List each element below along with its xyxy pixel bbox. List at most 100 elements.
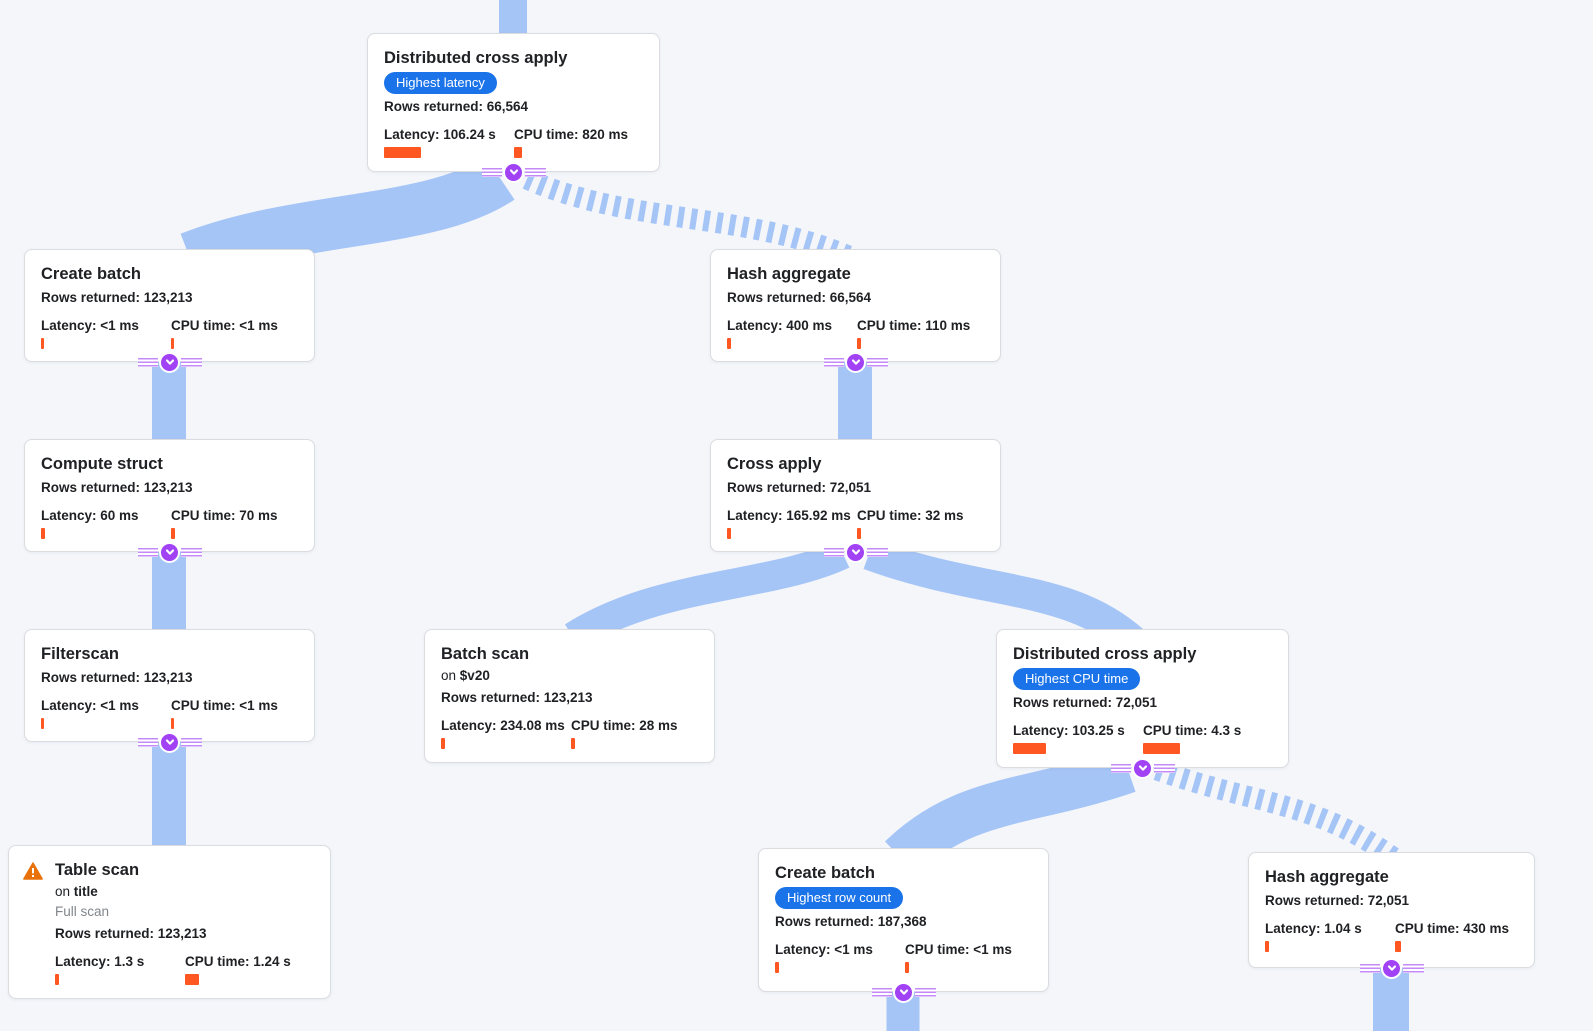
plan-edge-solid: [863, 538, 1154, 662]
cpu-time-metric-label: CPU time: 32 ms: [857, 508, 964, 523]
expand-collapse-connector[interactable]: [1110, 757, 1175, 779]
expand-collapse-connector[interactable]: [137, 541, 202, 563]
rows-returned: Rows returned: 72,051: [1265, 893, 1410, 908]
expand-collapse-connector[interactable]: [871, 981, 936, 1003]
cpu-time-metric-label: CPU time: <1 ms: [171, 318, 278, 333]
cpu-time-metric-bar: [857, 528, 861, 539]
latency-metric-label: Latency: 106.24 s: [384, 127, 496, 142]
latency-metric-label: Latency: 103.25 s: [1013, 723, 1125, 738]
exchange-stripes-left: [137, 737, 158, 747]
chevron-down-icon: [159, 351, 180, 373]
latency-metric: Latency: 1.04 s: [1265, 920, 1395, 952]
latency-metric-label: Latency: <1 ms: [41, 318, 139, 333]
expand-collapse-connector[interactable]: [481, 161, 546, 183]
latency-metric-label: Latency: 1.3 s: [55, 954, 145, 969]
node-title: Distributed cross apply: [384, 49, 568, 67]
latency-metric: Latency: 106.24 s: [384, 126, 514, 158]
cpu-time-metric-label: CPU time: 820 ms: [514, 127, 629, 142]
cpu-time-metric: CPU time: 28 ms: [571, 717, 701, 749]
exchange-stripes-right: [915, 987, 936, 997]
cpu-time-metric-bar: [171, 338, 174, 349]
rows-returned: Rows returned: 123,213: [55, 926, 207, 941]
chevron-down-icon: [1132, 757, 1153, 779]
expand-collapse-connector[interactable]: [1359, 957, 1424, 979]
scan-target-line: on $v20: [441, 666, 698, 686]
latency-metric: Latency: <1 ms: [41, 697, 171, 729]
badge-line: Highest latency: [384, 72, 643, 94]
cpu-time-metric-bar: [571, 738, 575, 749]
exchange-stripes-right: [1154, 763, 1175, 773]
node-title: Distributed cross apply: [1013, 645, 1197, 663]
latency-metric-label: Latency: 60 ms: [41, 508, 139, 523]
plan-edge-solid: [885, 748, 1136, 875]
node-title: Hash aggregate: [1265, 868, 1389, 886]
expand-collapse-connector[interactable]: [823, 541, 888, 563]
plan-edge-solid: [180, 155, 515, 283]
status-badge: Highest row count: [775, 887, 904, 909]
cpu-time-metric: CPU time: 32 ms: [857, 507, 987, 539]
latency-metric-label: Latency: 1.04 s: [1265, 921, 1362, 936]
cpu-time-metric: CPU time: <1 ms: [171, 697, 301, 729]
metrics-row: Latency: 106.24 s CPU time: 820 ms: [384, 126, 643, 158]
chevron-down-icon: [503, 161, 524, 183]
latency-metric-bar: [41, 528, 45, 539]
scan-target-name: $v20: [459, 668, 490, 683]
node-title: Batch scan: [441, 645, 530, 663]
node-title: Compute struct: [41, 455, 163, 473]
metrics-row: Latency: 1.3 s CPU time: 1.24 s: [55, 953, 314, 985]
metrics-row: Latency: <1 ms CPU time: <1 ms: [41, 317, 298, 349]
cpu-time-metric-bar: [1143, 743, 1180, 754]
cpu-time-metric-label: CPU time: 70 ms: [171, 508, 278, 523]
exchange-stripes-left: [481, 167, 502, 177]
cpu-time-metric-label: CPU time: 110 ms: [857, 318, 971, 333]
cpu-time-metric: CPU time: <1 ms: [171, 317, 301, 349]
latency-metric: Latency: 103.25 s: [1013, 722, 1143, 754]
cpu-time-metric-bar: [171, 528, 175, 539]
latency-metric-bar: [727, 528, 731, 539]
rows-returned: Rows returned: 123,213: [41, 670, 193, 685]
cpu-time-metric-bar: [905, 962, 909, 973]
exchange-stripes-left: [823, 547, 844, 557]
latency-metric-bar: [1013, 743, 1046, 754]
rows-returned: Rows returned: 123,213: [41, 290, 193, 305]
latency-metric-label: Latency: 165.92 ms: [727, 508, 851, 523]
rows-returned: Rows returned: 72,051: [1013, 695, 1158, 710]
cpu-time-metric-label: CPU time: 28 ms: [571, 718, 678, 733]
chevron-down-icon: [845, 351, 866, 373]
node-title: Cross apply: [727, 455, 822, 473]
latency-metric-label: Latency: <1 ms: [775, 942, 873, 957]
cpu-time-metric: CPU time: 1.24 s: [185, 953, 315, 985]
latency-metric-label: Latency: 234.08 ms: [441, 718, 565, 733]
expand-collapse-connector[interactable]: [137, 351, 202, 373]
node-title: Create batch: [41, 265, 141, 283]
exchange-stripes-left: [1110, 763, 1131, 773]
latency-metric: Latency: 400 ms: [727, 317, 857, 349]
latency-metric-bar: [1265, 941, 1269, 952]
node-title: Hash aggregate: [727, 265, 851, 283]
rows-returned: Rows returned: 66,564: [727, 290, 872, 305]
expand-collapse-connector[interactable]: [823, 351, 888, 373]
scan-target-line: on title: [55, 882, 314, 902]
status-badge: Highest latency: [384, 72, 497, 94]
plan-edge-remote-striped: [522, 169, 858, 268]
latency-metric-bar: [384, 147, 421, 158]
exchange-stripes-right: [1403, 963, 1424, 973]
expand-collapse-connector[interactable]: [137, 731, 202, 753]
